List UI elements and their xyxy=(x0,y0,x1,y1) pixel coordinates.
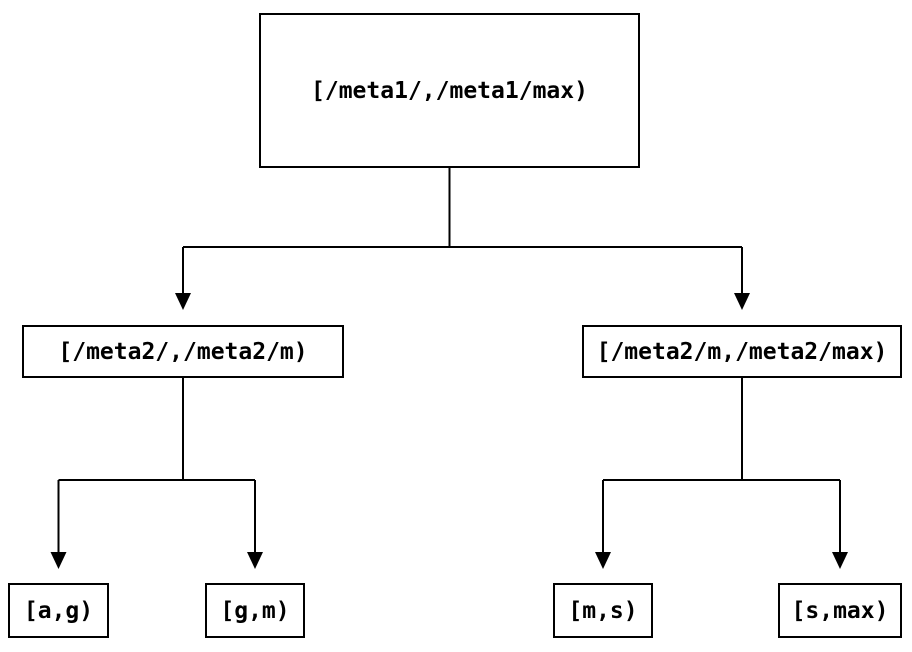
node-meta2-left: [/meta2/,/meta2/m) xyxy=(22,325,344,378)
node-leaf-gm-label: [g,m) xyxy=(220,597,290,624)
node-meta2-right: [/meta2/m,/meta2/max) xyxy=(582,325,902,378)
node-meta2-right-label: [/meta2/m,/meta2/max) xyxy=(596,338,888,365)
arrowhead-icon xyxy=(247,552,263,569)
arrowhead-icon xyxy=(50,552,67,569)
arrowhead-icon xyxy=(832,552,848,569)
arrowhead-icon xyxy=(175,293,191,310)
node-leaf-ag-label: [a,g) xyxy=(23,597,94,624)
node-leaf-ag: [a,g) xyxy=(8,583,109,638)
node-leaf-ms-label: [m,s) xyxy=(568,597,638,624)
node-leaf-gm: [g,m) xyxy=(205,583,305,638)
node-leaf-ms: [m,s) xyxy=(553,583,653,638)
node-leaf-smax-label: [s,max) xyxy=(791,597,889,624)
node-root: [/meta1/,/meta1/max) xyxy=(259,13,640,168)
arrowhead-icon xyxy=(734,293,750,310)
arrowhead-icon xyxy=(595,552,611,569)
node-root-label: [/meta1/,/meta1/max) xyxy=(311,77,588,104)
node-leaf-smax: [s,max) xyxy=(778,583,902,638)
node-meta2-left-label: [/meta2/,/meta2/m) xyxy=(58,338,308,365)
